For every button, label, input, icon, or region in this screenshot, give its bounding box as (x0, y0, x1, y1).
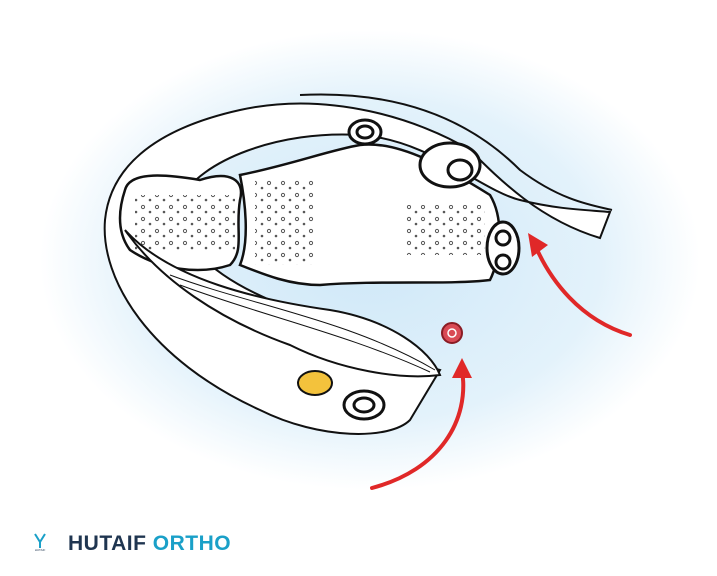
arrows (370, 243, 632, 490)
neurovascular-bundles (342, 118, 521, 421)
arrow-lower (370, 368, 466, 490)
flexor-tendon (124, 229, 442, 378)
brand-name-part1: HUTAIF (68, 532, 147, 555)
nodule (297, 370, 333, 396)
brand-name-part2: ORTHO (152, 532, 232, 555)
brand-logo: HUTAIF (32, 532, 48, 552)
marker (441, 322, 463, 344)
brand-name: HUTAIF ORTHO (68, 532, 231, 556)
arrow-upper (533, 243, 632, 337)
svg-text:HUTAIF: HUTAIF (35, 548, 46, 552)
